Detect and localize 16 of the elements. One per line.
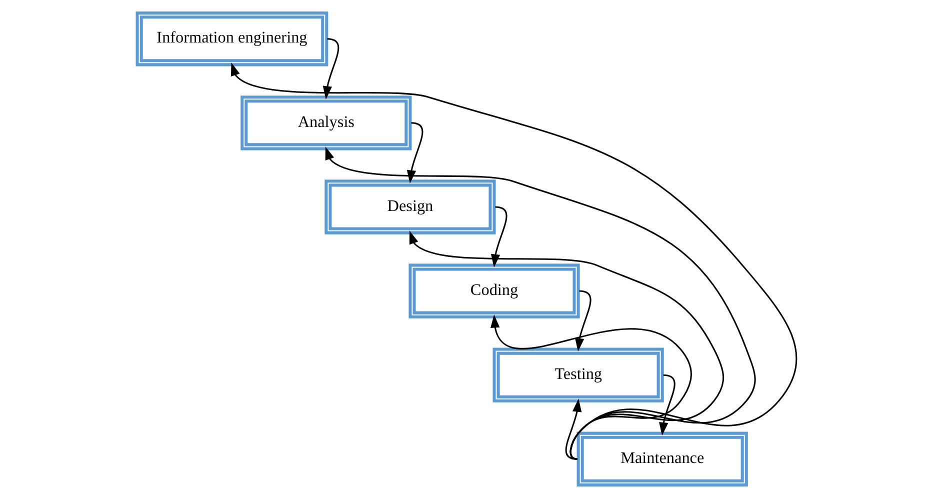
arrow: [490, 206, 508, 267]
arrow: [490, 314, 692, 460]
arrow: [322, 38, 340, 99]
node-box: Information enginering: [136, 11, 328, 66]
node-box: Testing: [492, 347, 664, 402]
arrow: [574, 290, 592, 352]
arrow: [659, 374, 676, 436]
arrow: [565, 398, 582, 460]
arrow: [230, 62, 797, 460]
node-box: Maintenance: [576, 431, 748, 486]
arrow: [325, 146, 756, 460]
node-box: Analysis: [240, 95, 412, 150]
arrow: [409, 230, 724, 460]
node-box: Coding: [408, 263, 580, 318]
arrow: [406, 122, 424, 183]
node-box: Design: [324, 179, 496, 234]
